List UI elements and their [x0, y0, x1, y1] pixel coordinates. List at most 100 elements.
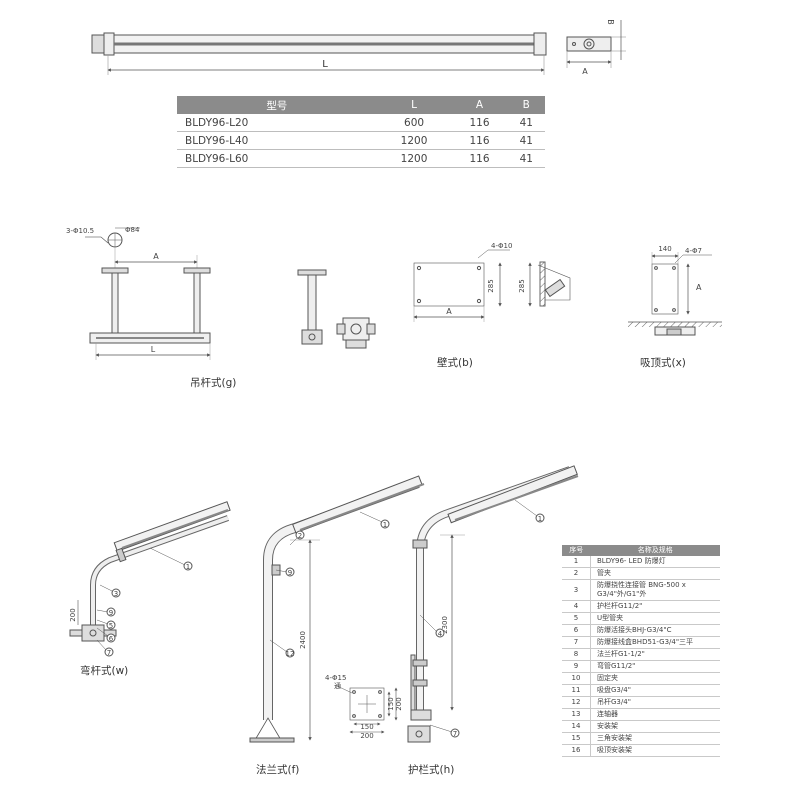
flange-height-label: 2400 [299, 631, 307, 649]
col-l: L [376, 96, 452, 114]
pendant-hole-label: 3-Φ10.5 [66, 227, 94, 235]
callout-h-7: 7 [453, 730, 457, 738]
cell: 4 [562, 600, 591, 613]
cell: 固定夹 [590, 672, 720, 685]
cell: BLDY96- LED 防爆灯 [590, 556, 720, 568]
col-b: B [507, 96, 545, 114]
cell: BLDY96-L20 [177, 114, 377, 132]
flange-mount [249, 475, 425, 743]
cell: 116 [451, 131, 508, 150]
col-name: 名称及规格 [590, 545, 720, 556]
guardrail-mount [407, 465, 579, 743]
callout-w-7: 7 [107, 649, 111, 657]
cell: 8 [562, 648, 591, 661]
bent-pole-dim-label: 200 [69, 608, 77, 621]
cell: 10 [562, 672, 591, 685]
guardrail-height-label: 2300 [441, 616, 449, 634]
cell: 弯管G11/2" [590, 660, 720, 673]
cell: 5 [562, 612, 591, 625]
end-view [566, 20, 626, 68]
ceiling-caption: 吸顶式(x) [640, 357, 686, 369]
cell: 连轴器 [590, 708, 720, 721]
col-a: A [451, 96, 508, 114]
cell: 7 [562, 636, 591, 649]
wall-height-label: 285 [487, 279, 495, 292]
bent-pole-caption: 弯杆式(w) [80, 665, 129, 677]
flange-plate-h1: 150 [387, 697, 395, 710]
pendant-caption: 吊杆式(g) [190, 377, 237, 389]
cell: 管夹 [590, 567, 720, 580]
cell: 3 [562, 579, 591, 601]
cell: 吊杆G3/4" [590, 696, 720, 709]
wall-mount [413, 249, 571, 322]
ceiling-mount [628, 252, 722, 336]
guardrail-caption: 护栏式(h) [408, 764, 455, 776]
table-row: BLDY96-L20 600 116 41 [177, 114, 545, 132]
top-view-light [91, 32, 547, 75]
end-view-a-label: A [582, 67, 588, 76]
ceiling-a-label: A [696, 283, 702, 292]
cell: 15 [562, 732, 591, 745]
cell: 1200 [376, 149, 452, 168]
callout-f-2: 2 [298, 532, 302, 540]
flange-caption: 法兰式(f) [256, 764, 300, 776]
cell: 吸盘G3/4" [590, 684, 720, 697]
cell: 116 [451, 149, 508, 168]
callout-w-9: 9 [109, 609, 113, 617]
cell: 11 [562, 684, 591, 697]
cell: 安装架 [590, 720, 720, 733]
cell: 41 [507, 114, 545, 132]
callout-w-1: 1 [186, 563, 190, 571]
cell: 116 [451, 114, 508, 132]
col-model: 型号 [177, 96, 377, 114]
wall-hole-label: 4-Φ10 [491, 242, 512, 250]
ceiling-hole-label: 4-Φ7 [685, 247, 702, 255]
callout-f-9: 9 [288, 569, 292, 577]
col-number: 序号 [562, 545, 591, 556]
callout-h-4: 4 [438, 630, 443, 638]
callout-w-6: 6 [109, 635, 114, 643]
bent-pole-callouts [96, 547, 193, 657]
callout-f-1: 1 [383, 521, 387, 529]
wall-caption: 壁式(b) [437, 357, 473, 369]
callout-f-12: 12 [286, 650, 295, 658]
cell: 吸顶安装架 [590, 744, 720, 757]
callout-w-5: 5 [109, 622, 113, 630]
cell: 6 [562, 624, 591, 637]
cell: 41 [507, 131, 545, 150]
cell: 41 [507, 149, 545, 168]
table-row: BLDY96-L40 1200 116 41 [177, 131, 545, 150]
top-view-length-label: L [322, 59, 328, 70]
bent-pole-mount [69, 501, 231, 642]
pendant-side-view [297, 269, 376, 349]
model-dimension-table: 型号 L A B BLDY96-L20 600 116 41 BLDY96-L4… [177, 96, 545, 168]
callout-h-1: 1 [538, 515, 542, 523]
table-header-row: 型号 L A B [177, 96, 545, 114]
guardrail-callouts [419, 499, 545, 738]
wall-height-side-label: 285 [518, 279, 526, 292]
cell: 9 [562, 660, 591, 673]
flange-plate-w1: 150 [360, 723, 373, 731]
cell: 护栏杆G11/2" [590, 600, 720, 613]
flange-plate-hole-sub: 通 [334, 681, 341, 690]
pendant-mount [85, 227, 211, 360]
cell: 12 [562, 696, 591, 709]
wall-a-label: A [446, 307, 452, 316]
